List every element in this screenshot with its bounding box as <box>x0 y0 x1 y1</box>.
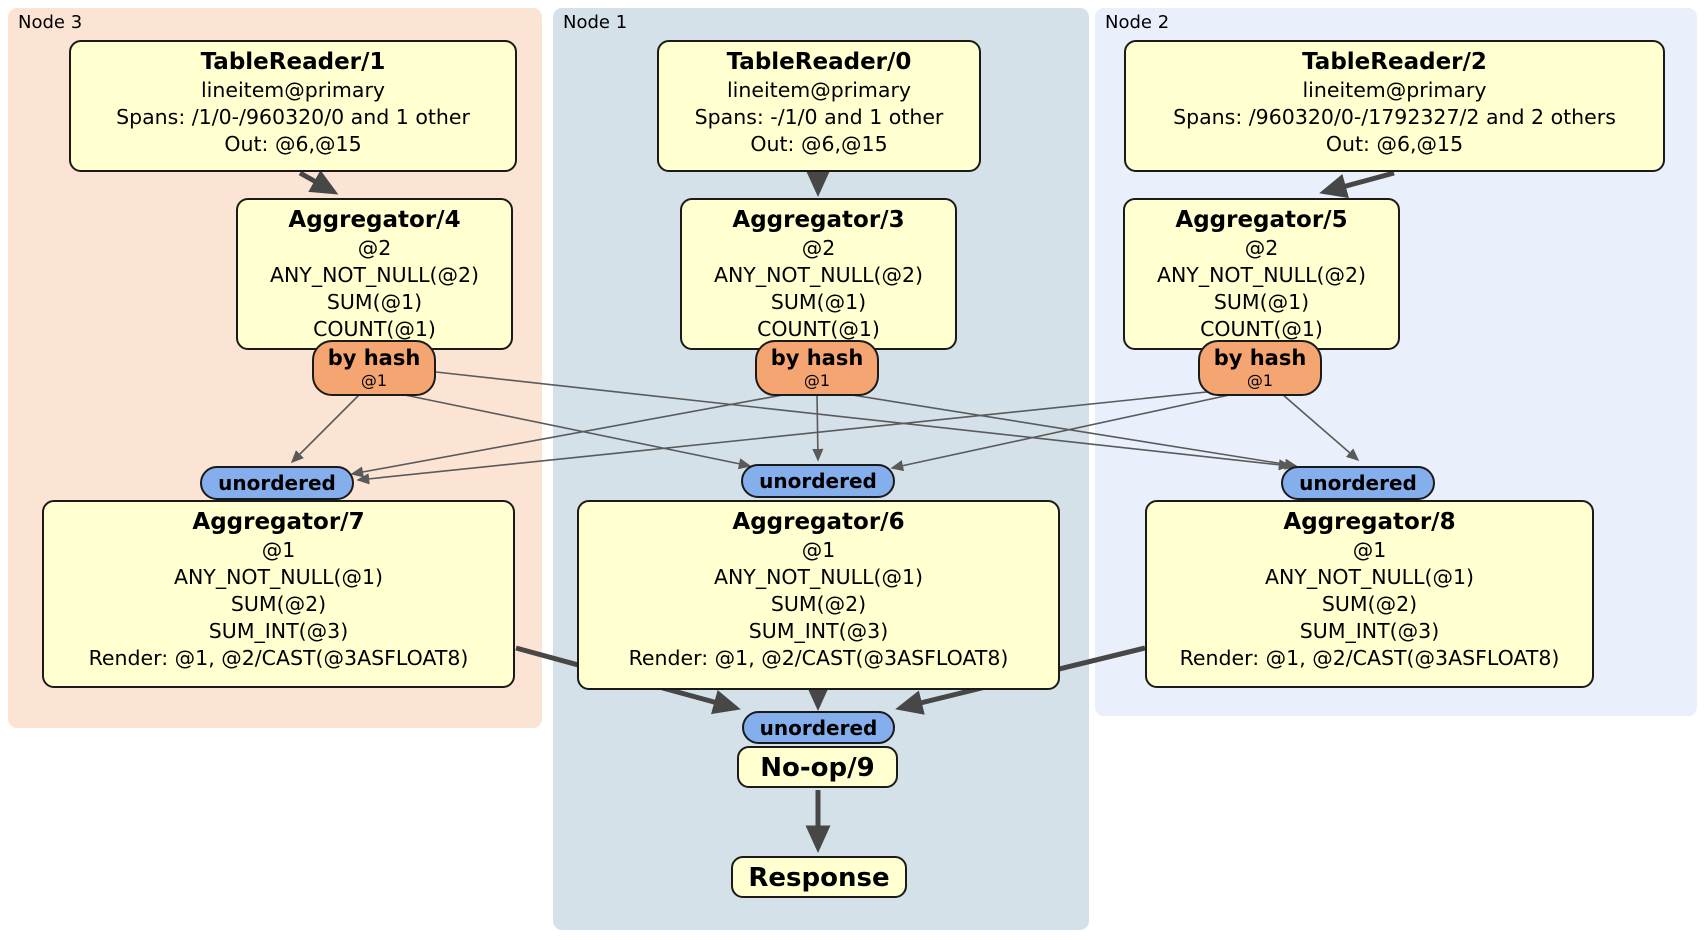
router-label: by hash <box>327 346 421 370</box>
sync-unordered-final: unordered <box>742 711 895 744</box>
node-box-noop-9: No-op/9 <box>737 746 898 788</box>
box-line: Out: @6,@15 <box>1325 132 1464 156</box>
router-sub: @1 <box>803 371 831 390</box>
box-line: lineitem@primary <box>200 78 386 102</box>
node-box-tablereader-2: TableReader/2 lineitem@primary Spans: /9… <box>1124 40 1665 172</box>
node-box-aggregator-5: Aggregator/5 @2 ANY_NOT_NULL(@2) SUM(@1)… <box>1123 198 1400 350</box>
box-title: Aggregator/6 <box>732 509 905 535</box>
box-line: ANY_NOT_NULL(@1) <box>173 565 384 589</box>
box-line: COUNT(@1) <box>313 317 436 341</box>
box-line: SUM(@2) <box>770 592 867 616</box>
sync-unordered-right: unordered <box>1281 466 1435 500</box>
edge-byhash5-unordered-right <box>1281 393 1360 462</box>
edge-tablereader1-aggregator4 <box>298 170 339 195</box>
box-line: Spans: -/1/0 and 1 other <box>694 105 944 129</box>
router-label: by hash <box>770 346 864 370</box>
box-line: @1 <box>1352 538 1387 562</box>
router-sub: @1 <box>1246 371 1274 390</box>
box-title: TableReader/0 <box>726 49 912 75</box>
box-line: SUM_INT(@3) <box>748 619 889 643</box>
box-title: Aggregator/3 <box>732 207 905 233</box>
edge-byhash4-unordered-mid <box>399 393 752 470</box>
router-by-hash-3: by hash @1 <box>755 340 879 396</box>
node-box-tablereader-0: TableReader/0 lineitem@primary Spans: -/… <box>657 40 981 172</box>
sync-unordered-mid: unordered <box>741 464 895 498</box>
box-title: TableReader/1 <box>200 49 386 75</box>
box-line: Render: @1, @2/CAST(@3ASFLOAT8) <box>1179 646 1560 670</box>
sync-unordered-left: unordered <box>200 466 354 500</box>
box-line: Spans: /1/0-/960320/0 and 1 other <box>116 105 470 129</box>
edge-byhash3-unordered-mid <box>812 393 824 462</box>
box-line: SUM(@2) <box>1321 592 1418 616</box>
box-line: Render: @1, @2/CAST(@3ASFLOAT8) <box>88 646 469 670</box>
box-line: @2 <box>801 236 836 260</box>
box-line: ANY_NOT_NULL(@2) <box>269 263 480 287</box>
node-box-aggregator-3: Aggregator/3 @2 ANY_NOT_NULL(@2) SUM(@1)… <box>680 198 957 350</box>
node-box-aggregator-7: Aggregator/7 @1 ANY_NOT_NULL(@1) SUM(@2)… <box>42 500 515 688</box>
edge-byhash5-unordered-left <box>356 389 1227 485</box>
box-line: lineitem@primary <box>726 78 912 102</box>
box-line: SUM(@2) <box>230 592 327 616</box>
node-box-response: Response <box>731 856 907 898</box>
box-line: @1 <box>801 538 836 562</box>
box-line: @1 <box>261 538 296 562</box>
box-line: COUNT(@1) <box>1200 317 1323 341</box>
sync-label: unordered <box>1299 471 1417 495</box>
box-line: ANY_NOT_NULL(@1) <box>713 565 924 589</box>
box-title: No-op/9 <box>760 753 875 783</box>
box-line: Out: @6,@15 <box>750 132 888 156</box>
sync-label: unordered <box>218 471 336 495</box>
box-title: Aggregator/5 <box>1175 207 1348 233</box>
box-title: Response <box>748 863 890 893</box>
box-line: SUM_INT(@3) <box>208 619 349 643</box>
box-line: Out: @6,@15 <box>224 132 362 156</box>
edge-byhash5-unordered-mid <box>890 393 1235 472</box>
sync-label: unordered <box>759 469 877 493</box>
box-line: ANY_NOT_NULL(@2) <box>1156 263 1367 287</box>
box-line: lineitem@primary <box>1302 78 1487 102</box>
box-line: @2 <box>1244 236 1279 260</box>
node-box-aggregator-8: Aggregator/8 @1 ANY_NOT_NULL(@1) SUM(@2)… <box>1145 500 1594 688</box>
region-node-3-label: Node 3 <box>18 12 83 33</box>
box-title: TableReader/2 <box>1302 49 1487 75</box>
edge-byhash4-unordered-right <box>435 371 1292 471</box>
router-by-hash-4: by hash @1 <box>312 340 436 396</box>
box-line: SUM(@1) <box>770 290 867 314</box>
node-box-aggregator-4: Aggregator/4 @2 ANY_NOT_NULL(@2) SUM(@1)… <box>236 198 513 350</box>
region-node-1-label: Node 1 <box>563 12 628 33</box>
sync-label: unordered <box>759 716 878 740</box>
box-title: Aggregator/7 <box>192 509 365 535</box>
box-line: Spans: /960320/0-/1792327/2 and 2 others <box>1173 105 1616 129</box>
box-line: ANY_NOT_NULL(@1) <box>1264 565 1475 589</box>
box-line: SUM(@1) <box>326 290 423 314</box>
router-sub: @1 <box>360 371 388 390</box>
box-title: Aggregator/8 <box>1283 509 1456 535</box>
router-label: by hash <box>1213 346 1307 370</box>
box-line: COUNT(@1) <box>757 317 880 341</box>
box-line: Render: @1, @2/CAST(@3ASFLOAT8) <box>628 646 1009 670</box>
box-line: SUM(@1) <box>1213 290 1310 314</box>
box-line: SUM_INT(@3) <box>1299 619 1440 643</box>
region-node-2-label: Node 2 <box>1105 12 1170 33</box>
edge-tablereader2-aggregator5 <box>1319 170 1395 199</box>
box-line: @2 <box>357 236 392 260</box>
node-box-tablereader-1: TableReader/1 lineitem@primary Spans: /1… <box>69 40 517 172</box>
box-title: Aggregator/4 <box>288 207 461 233</box>
node-box-aggregator-6: Aggregator/6 @1 ANY_NOT_NULL(@1) SUM(@2)… <box>577 500 1060 690</box>
router-by-hash-5: by hash @1 <box>1198 340 1322 396</box>
box-line: ANY_NOT_NULL(@2) <box>713 263 924 287</box>
edge-byhash4-unordered-left <box>290 393 361 464</box>
edge-byhash3-unordered-left <box>350 393 789 478</box>
